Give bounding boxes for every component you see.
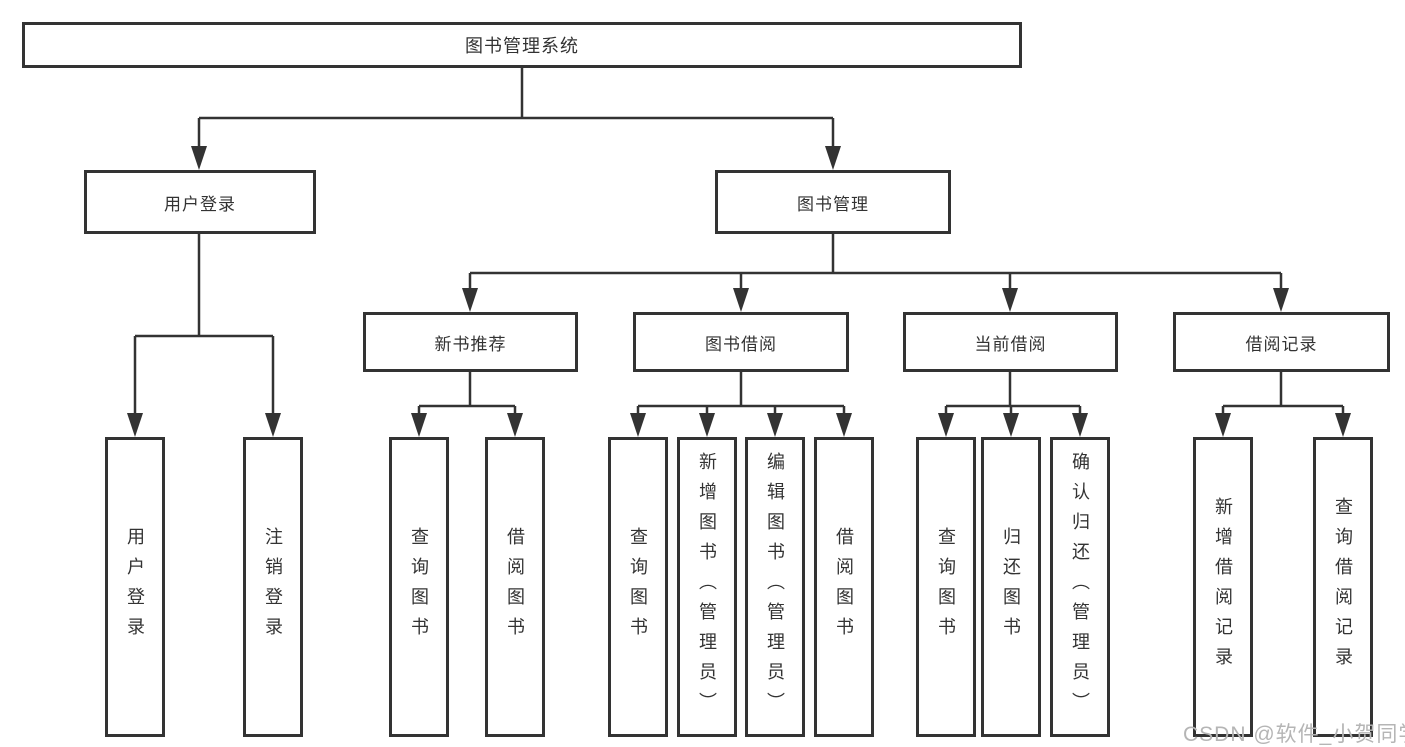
node-user-login: 用户登录 (84, 170, 316, 234)
leaf-borrow-books-borrowing: 借阅图书 (814, 437, 874, 737)
node-book-management: 图书管理 (715, 170, 951, 234)
leaf-user-login: 用户登录 (105, 437, 165, 737)
node-book-borrowing: 图书借阅 (633, 312, 849, 372)
leaf-label: 借阅图书 (505, 527, 525, 647)
node-label: 用户登录 (164, 194, 236, 214)
node-label: 借阅记录 (1245, 334, 1318, 354)
leaf-label: 借阅图书 (834, 527, 854, 647)
node-label: 新书推荐 (434, 334, 507, 354)
leaf-label: 用户登录 (125, 527, 145, 647)
leaf-label: 编辑图书（管理员） (765, 452, 785, 722)
node-label: 图书管理 (797, 194, 869, 214)
leaf-return-books: 归还图书 (981, 437, 1041, 737)
leaf-label: 确认归还（管理员） (1070, 452, 1090, 722)
leaf-borrow-books-recommend: 借阅图书 (485, 437, 545, 737)
leaf-add-book-admin: 新增图书（管理员） (677, 437, 737, 737)
node-label: 图书管理系统 (465, 36, 579, 56)
leaf-add-borrow-record: 新增借阅记录 (1193, 437, 1253, 737)
watermark: CSDN @软件_小贺同学 (1183, 723, 1405, 746)
leaf-confirm-return-admin: 确认归还（管理员） (1050, 437, 1110, 737)
leaf-label: 注销登录 (263, 527, 283, 647)
node-root: 图书管理系统 (22, 22, 1022, 68)
leaf-query-books-borrowing: 查询图书 (608, 437, 668, 737)
node-borrowing-records: 借阅记录 (1173, 312, 1390, 372)
leaf-label: 查询图书 (936, 527, 956, 647)
leaf-query-books-recommend: 查询图书 (389, 437, 449, 737)
leaf-logout: 注销登录 (243, 437, 303, 737)
node-label: 图书借阅 (705, 334, 777, 354)
leaf-label: 查询图书 (409, 527, 429, 647)
leaf-query-books-current: 查询图书 (916, 437, 976, 737)
node-label: 当前借阅 (974, 334, 1047, 354)
leaf-edit-book-admin: 编辑图书（管理员） (745, 437, 805, 737)
leaf-query-borrow-record: 查询借阅记录 (1313, 437, 1373, 737)
leaf-label: 新增借阅记录 (1213, 497, 1233, 677)
node-new-book-recommend: 新书推荐 (363, 312, 578, 372)
leaf-label: 新增图书（管理员） (697, 452, 717, 722)
node-current-borrowing: 当前借阅 (903, 312, 1118, 372)
leaf-label: 查询图书 (628, 527, 648, 647)
leaf-label: 归还图书 (1001, 527, 1021, 647)
leaf-label: 查询借阅记录 (1333, 497, 1353, 677)
